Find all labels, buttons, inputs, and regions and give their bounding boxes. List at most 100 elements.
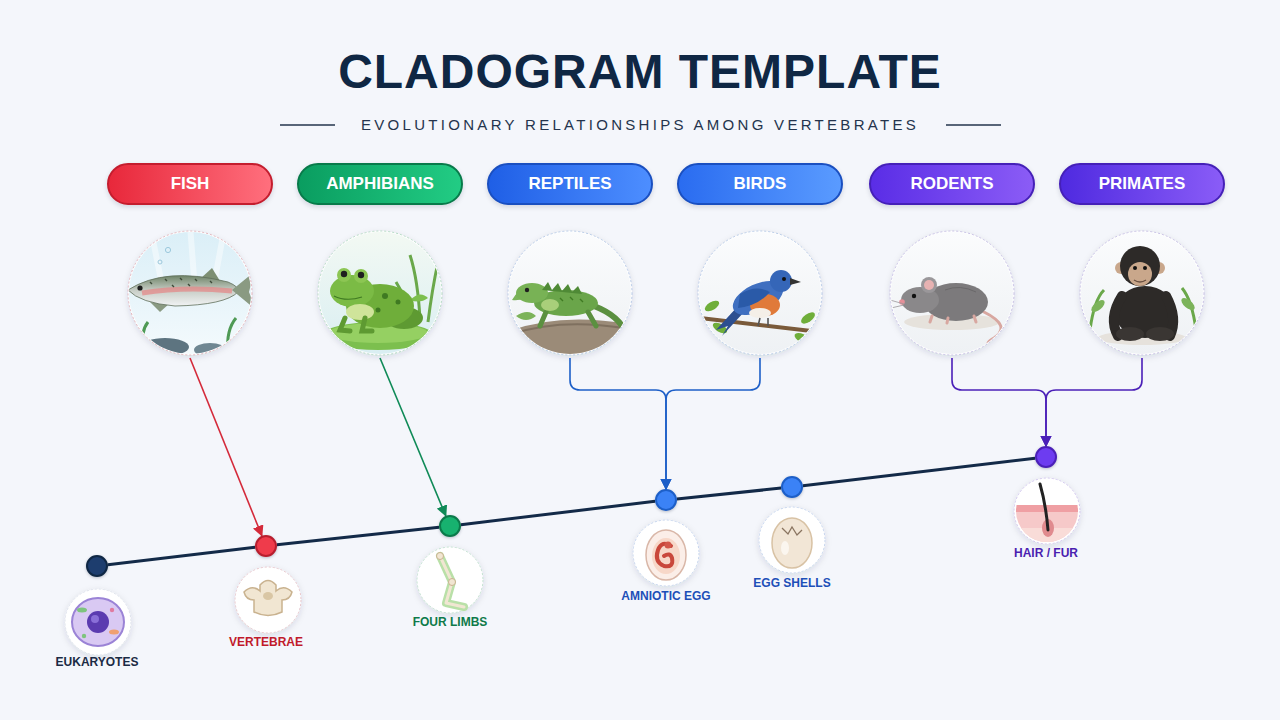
- primate-illustration: [1120, 246, 1160, 286]
- fish-illustration: [128, 276, 238, 306]
- category-pill: PRIMATES: [1059, 163, 1225, 205]
- rodent-illustration: [912, 294, 916, 298]
- primate-illustration: [1080, 231, 1204, 355]
- trait-node: FOUR LIMBS: [380, 515, 520, 637]
- category-label: FISH: [171, 174, 210, 194]
- rodent-illustration: [921, 277, 937, 293]
- vertebra-icon: [244, 581, 292, 616]
- egg-shell-icon: [772, 518, 812, 568]
- frog-illustration: [318, 231, 442, 355]
- primate-illustration: [1089, 298, 1106, 314]
- reptile-illustration: [508, 231, 632, 355]
- rodent-illustration: [890, 231, 1014, 355]
- cell-icon: [77, 608, 87, 613]
- limb-icon: [417, 547, 483, 613]
- connector: [461, 501, 655, 524]
- cell-icon: [109, 630, 119, 635]
- egg-shell-icon: [759, 507, 825, 573]
- trait-label: HAIR / FUR: [976, 546, 1116, 560]
- bird-illustration: [703, 299, 721, 314]
- bird-illustration: [698, 231, 822, 355]
- reptile-illustration: [500, 320, 636, 361]
- primate-illustration: [1080, 231, 1204, 355]
- title: CLADOGRAM TEMPLATE: [0, 44, 1280, 99]
- frog-illustration: [318, 231, 442, 355]
- reptile-illustration: [500, 231, 636, 360]
- fish-illustration: [141, 338, 189, 356]
- bird-illustration: [698, 231, 822, 355]
- hair-follicle-icon: [1014, 478, 1080, 544]
- cell-icon: [87, 611, 109, 633]
- hair-follicle-icon: [1014, 484, 1080, 548]
- trait-node: EUKARYOTES: [27, 555, 167, 677]
- rodent-illustration: [890, 300, 904, 308]
- category-node: BIRDS: [677, 163, 843, 358]
- category-node: RODENTS: [869, 163, 1035, 358]
- fish-illustration: [142, 289, 232, 293]
- primate-illustration: [1080, 231, 1204, 355]
- fish-illustration: [120, 225, 260, 365]
- fish-illustration: [150, 278, 212, 287]
- frog-illustration: [382, 293, 388, 299]
- embryo-egg-icon: [633, 520, 699, 586]
- frog-illustration: [330, 275, 374, 307]
- category-node: FISH: [107, 163, 273, 358]
- rodent-illustration: [890, 231, 1014, 355]
- bird-illustration: [698, 231, 822, 355]
- cell-icon: [91, 615, 99, 623]
- bird-illustration: [738, 288, 770, 308]
- bird-illustration: [770, 270, 792, 292]
- egg-shell-icon: [781, 541, 789, 555]
- category-pill: REPTILES: [487, 163, 653, 205]
- embryo-egg-icon: [633, 520, 699, 586]
- trait-label: FOUR LIMBS: [380, 615, 520, 629]
- reptile-illustration: [560, 297, 583, 302]
- vertebra-icon: [235, 567, 301, 633]
- frog-illustration: [334, 296, 362, 299]
- rodent-illustration: [945, 287, 976, 292]
- connector: [570, 358, 666, 489]
- category-pill: RODENTS: [869, 163, 1035, 205]
- trait-node: AMNIOTIC EGG: [596, 489, 736, 611]
- connector: [666, 358, 760, 489]
- connector: [277, 527, 439, 545]
- category-label: REPTILES: [528, 174, 611, 194]
- category-label: BIRDS: [734, 174, 787, 194]
- rodent-illustration: [890, 231, 1014, 355]
- primate-illustration: [1143, 266, 1147, 270]
- fish-illustration: [128, 231, 252, 355]
- embryo-egg-icon: [652, 538, 680, 574]
- primate-illustration: [1146, 327, 1174, 341]
- category-node: AMPHIBIANS: [297, 163, 463, 358]
- limb-icon: [440, 556, 464, 607]
- bird-illustration: [782, 277, 786, 281]
- primate-illustration: [1134, 280, 1146, 282]
- connector: [677, 488, 781, 499]
- connector: [380, 358, 446, 516]
- category-label: PRIMATES: [1099, 174, 1186, 194]
- embryo-egg-icon: [646, 530, 686, 580]
- fish-illustration: [120, 225, 260, 365]
- bird-illustration: [698, 231, 822, 355]
- bird-illustration: [758, 318, 768, 326]
- rodent-illustration: [890, 231, 1014, 355]
- category-pill: FISH: [107, 163, 273, 205]
- egg-shell-icon: [759, 507, 825, 573]
- subtitle-rule: [946, 124, 1001, 125]
- reptile-illustration: [540, 312, 596, 326]
- rodent-illustration: [984, 312, 1012, 348]
- reptile-illustration: [512, 324, 624, 334]
- limb-icon: [437, 553, 444, 560]
- vertebra-icon: [263, 592, 273, 600]
- hair-follicle-icon: [1014, 478, 1080, 548]
- cell-icon: [82, 634, 86, 638]
- bird-illustration: [698, 231, 822, 355]
- rodent-illustration: [924, 280, 934, 290]
- frog-illustration: [346, 304, 374, 320]
- reptile-illustration: [542, 282, 582, 294]
- fish-illustration: [120, 225, 260, 365]
- reptile-illustration: [516, 283, 548, 303]
- reptile-illustration: [525, 288, 529, 292]
